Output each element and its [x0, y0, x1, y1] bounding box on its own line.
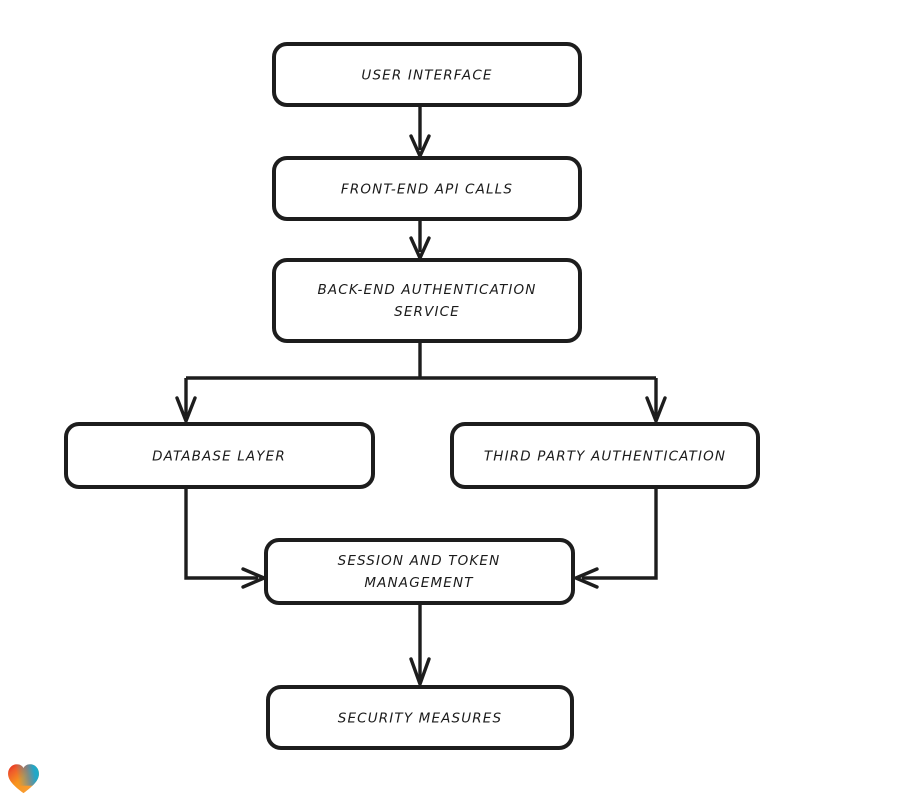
node-database-layer-label: DATABASE LAYER	[152, 449, 286, 465]
heart-icon	[8, 764, 39, 794]
node-user-interface[interactable]: USER INTERFACE	[272, 42, 582, 107]
edge-session-to-security	[409, 603, 431, 686]
edge-database-to-session	[184, 487, 266, 589]
node-session-and-token-management-label-line2: MANAGEMENT	[364, 575, 474, 591]
node-third-party-authentication-shape[interactable]	[450, 422, 760, 489]
edge-ui-to-api	[409, 105, 431, 158]
node-user-interface-label: USER INTERFACE	[361, 68, 492, 84]
node-database-layer-shape[interactable]	[64, 422, 375, 489]
edge-backend-to-third-party	[645, 378, 667, 423]
node-session-and-token-management-label-line1: SESSION AND TOKEN	[338, 553, 501, 569]
edge-backend-to-database	[175, 378, 197, 423]
node-back-end-authentication-service-shape[interactable]	[272, 258, 582, 343]
edge-backend-split-bus	[186, 341, 656, 380]
node-database-layer[interactable]: DATABASE LAYER	[64, 422, 375, 489]
heart-icon-fill	[8, 764, 39, 794]
node-session-and-token-management[interactable]: SESSION AND TOKEN MANAGEMENT	[264, 538, 575, 605]
node-front-end-api-calls-label: FRONT-END API CALLS	[341, 182, 513, 198]
node-security-measures-shape[interactable]	[266, 685, 574, 750]
node-back-end-authentication-service-label-line1: BACK-END AUTHENTICATION	[317, 282, 536, 298]
node-security-measures[interactable]: SECURITY MEASURES	[266, 685, 574, 750]
node-user-interface-shape[interactable]	[272, 42, 582, 107]
node-front-end-api-calls-shape[interactable]	[272, 156, 582, 221]
node-security-measures-label: SECURITY MEASURES	[338, 711, 502, 727]
node-back-end-authentication-service[interactable]: BACK-END AUTHENTICATION SERVICE	[272, 258, 582, 343]
node-back-end-authentication-service-label-line2: SERVICE	[394, 304, 460, 320]
node-third-party-authentication-label: THIRD PARTY AUTHENTICATION	[484, 449, 726, 465]
node-session-and-token-management-shape[interactable]	[264, 538, 575, 605]
edge-api-to-backend	[409, 219, 431, 260]
node-front-end-api-calls[interactable]: FRONT-END API CALLS	[272, 156, 582, 221]
node-third-party-authentication[interactable]: THIRD PARTY AUTHENTICATION	[450, 422, 760, 489]
edge-third-party-to-session	[574, 487, 658, 589]
